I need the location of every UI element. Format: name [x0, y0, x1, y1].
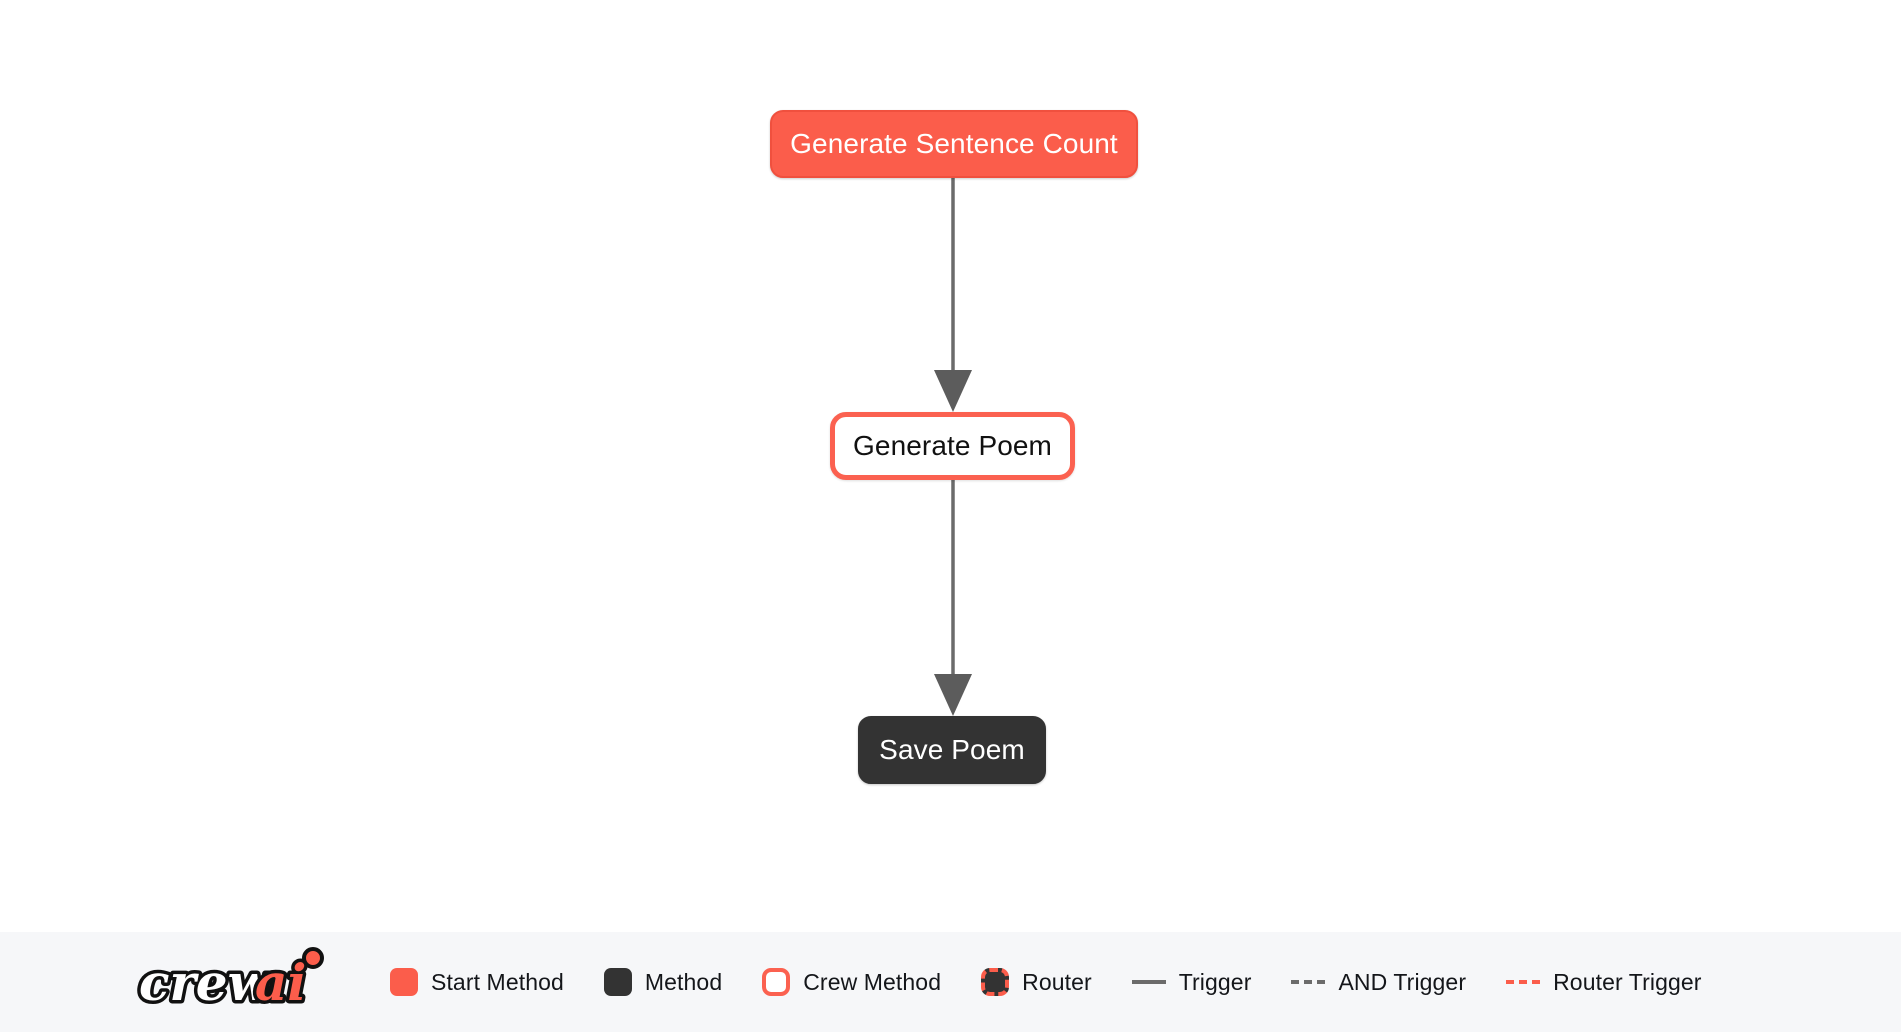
and-trigger-line-icon — [1291, 980, 1326, 984]
logo-text-crew: crew — [139, 953, 273, 1012]
flow-node-label: Generate Sentence Count — [790, 128, 1118, 159]
legend-label: Router — [1022, 968, 1092, 995]
legend-label: Start Method — [431, 968, 564, 995]
legend-item-start-method: Start Method — [390, 968, 564, 996]
legend-label: Crew Method — [803, 968, 942, 995]
legend-label: AND Trigger — [1338, 968, 1467, 995]
legend-bar: crew ai Start Method Method Crew Method … — [0, 932, 1901, 1032]
crewai-logo: crew ai — [137, 946, 342, 1018]
start-method-swatch-icon — [390, 968, 418, 996]
legend-item-router-trigger: Router Trigger — [1506, 969, 1701, 996]
trigger-line-icon — [1131, 980, 1166, 984]
flow-node-label: Generate Poem — [853, 430, 1052, 461]
method-swatch-icon — [603, 968, 632, 996]
logo-dot-icon — [302, 947, 324, 969]
legend-item-trigger: Trigger — [1131, 968, 1252, 996]
flow-node-generate-sentence-count[interactable]: Generate Sentence Count — [770, 110, 1138, 178]
legend-item-router: Router — [981, 968, 1092, 996]
router-trigger-line-icon — [1506, 980, 1541, 984]
crew-method-swatch-icon — [762, 968, 791, 996]
edge-generate-sentence-count-to-generate-poem — [934, 178, 972, 412]
flow-canvas[interactable]: Generate Sentence Count Generate Poem Sa… — [0, 0, 1901, 932]
logo-text-ai: ai — [255, 953, 306, 1012]
flow-node-generate-poem[interactable]: Generate Poem — [830, 412, 1075, 480]
legend-label: Trigger — [1178, 968, 1252, 995]
edge-generate-poem-to-save-poem — [934, 480, 972, 716]
legend-item-crew-method: Crew Method — [762, 968, 941, 996]
router-swatch-icon — [981, 968, 1010, 996]
legend-label: Method — [644, 968, 723, 995]
legend-item-and-trigger: AND Trigger — [1291, 969, 1466, 996]
flow-node-label: Save Poem — [879, 734, 1025, 765]
legend-label: Router Trigger — [1553, 968, 1702, 995]
legend-item-method: Method — [603, 968, 723, 996]
flow-node-save-poem[interactable]: Save Poem — [858, 716, 1046, 784]
